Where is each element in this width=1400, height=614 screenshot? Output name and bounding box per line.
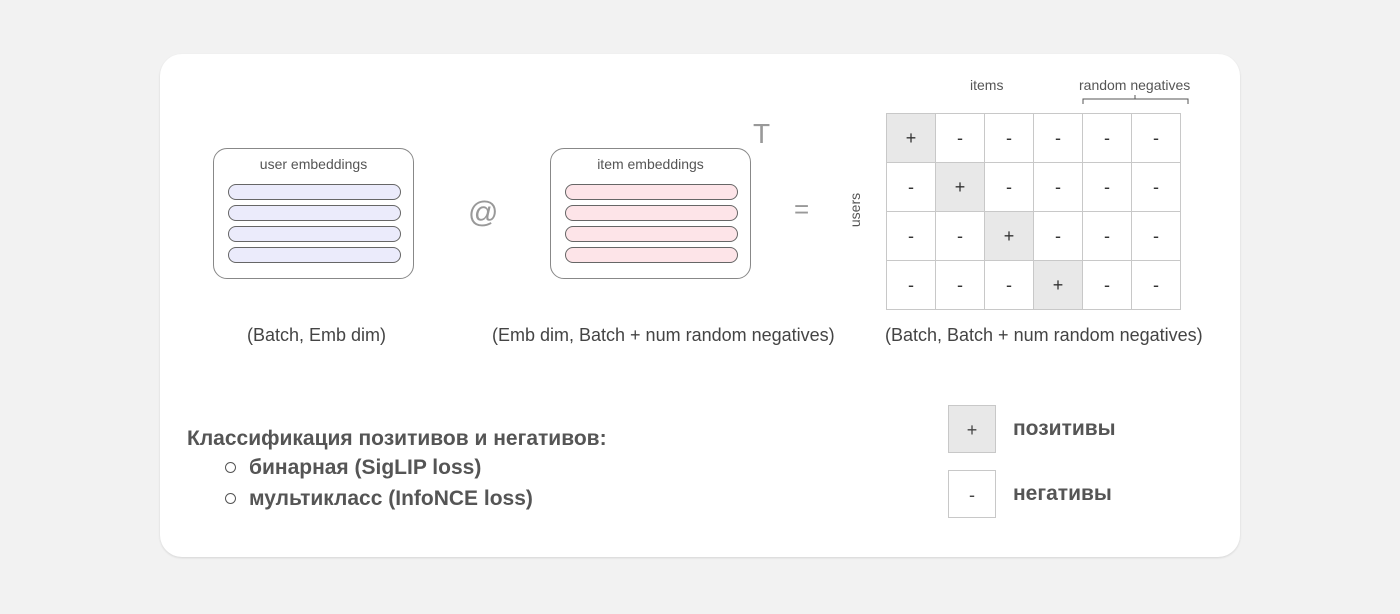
matrix-row: ---+--: [886, 260, 1181, 310]
matrix-shape: (Batch, Batch + num random negatives): [885, 325, 1203, 345]
legend-positive-swatch: +: [948, 405, 996, 453]
user-embeddings-box: user embeddings: [213, 148, 414, 279]
bullet-circle-icon: [225, 462, 236, 473]
matrix-cell-negative: -: [886, 211, 936, 261]
classification-item-binary: бинарная (SigLIP loss): [249, 456, 482, 479]
matrix-cell-positive: +: [1033, 260, 1083, 310]
matrix-cell-negative: -: [935, 260, 985, 310]
matmul-operator: @: [468, 196, 499, 229]
similarity-matrix: +------+------+------+--: [886, 113, 1181, 310]
user-embeddings-title: user embeddings: [259, 156, 368, 172]
legend-negative-swatch: -: [948, 470, 996, 518]
legend-negative-label: негативы: [1013, 482, 1112, 505]
equals-operator: =: [794, 194, 810, 224]
matrix-cell-negative: -: [1082, 162, 1132, 212]
matrix-cell-negative: -: [1131, 113, 1181, 163]
legend-positive-label: позитивы: [1013, 417, 1116, 440]
items-column-label: items: [970, 77, 1004, 93]
matrix-cell-negative: -: [1082, 113, 1132, 163]
item-embedding-row: [565, 205, 738, 221]
matrix-cell-positive: +: [935, 162, 985, 212]
matrix-cell-negative: -: [984, 162, 1034, 212]
item-embedding-row: [565, 184, 738, 200]
classification-title: Классификация позитивов и негативов:: [187, 427, 607, 450]
item-embeddings-shape: (Emb dim, Batch + num random negatives): [492, 325, 835, 345]
classification-item-multiclass: мультикласс (InfoNCE loss): [249, 487, 533, 510]
matrix-row: +-----: [886, 113, 1181, 163]
matrix-cell-negative: -: [1033, 162, 1083, 212]
bullet-circle-icon: [225, 493, 236, 504]
item-embedding-row: [565, 247, 738, 263]
user-embedding-row: [228, 184, 401, 200]
matrix-row: --+---: [886, 211, 1181, 261]
user-embedding-row: [228, 247, 401, 263]
matrix-cell-negative: -: [1131, 211, 1181, 261]
matrix-cell-negative: -: [886, 162, 936, 212]
user-embedding-row: [228, 205, 401, 221]
users-row-label: users: [847, 192, 864, 228]
matrix-cell-negative: -: [1082, 260, 1132, 310]
item-embeddings-box: item embeddings: [550, 148, 751, 279]
random-negatives-column-label: random negatives: [1079, 77, 1191, 93]
matrix-cell-positive: +: [984, 211, 1034, 261]
matrix-cell-negative: -: [935, 211, 985, 261]
matrix-cell-negative: -: [886, 260, 936, 310]
user-embedding-row: [228, 226, 401, 242]
matrix-cell-negative: -: [984, 113, 1034, 163]
transpose-symbol: T: [753, 118, 771, 149]
matrix-cell-negative: -: [1033, 211, 1083, 261]
item-embedding-row: [565, 226, 738, 242]
random-negatives-bracket: [1082, 95, 1189, 104]
matrix-cell-negative: -: [1131, 260, 1181, 310]
matrix-row: -+----: [886, 162, 1181, 212]
matrix-cell-positive: +: [886, 113, 936, 163]
user-embeddings-shape: (Batch, Emb dim): [247, 325, 387, 345]
matrix-cell-negative: -: [1082, 211, 1132, 261]
matrix-cell-negative: -: [984, 260, 1034, 310]
matrix-cell-negative: -: [1131, 162, 1181, 212]
matrix-cell-negative: -: [1033, 113, 1083, 163]
matrix-cell-negative: -: [935, 113, 985, 163]
item-embeddings-title: item embeddings: [597, 156, 704, 172]
